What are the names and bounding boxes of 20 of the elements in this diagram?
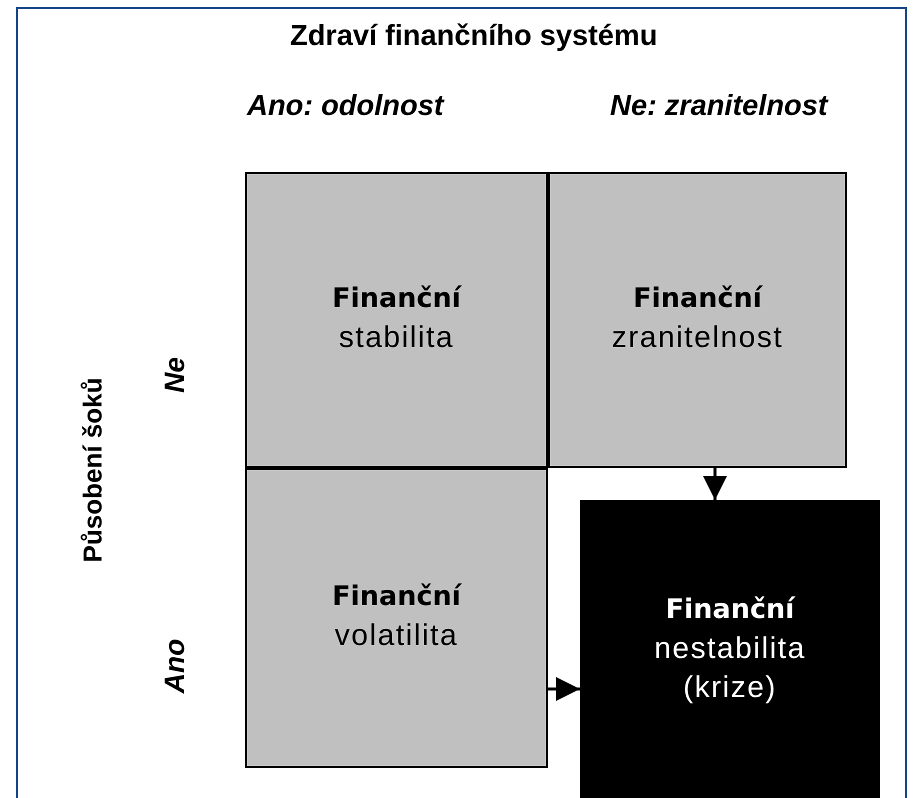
column-label: Ano: odolnost	[247, 90, 444, 123]
crisis-box	[580, 500, 880, 798]
title: Zdraví finančního systému	[290, 20, 658, 53]
column-label: Ne: zranitelnost	[610, 90, 828, 123]
box-text: nestabilita (krize)	[653, 630, 807, 706]
box-text: zranitelnost	[612, 320, 784, 356]
quadrant-box	[245, 468, 548, 768]
axis-label: Působení šoků	[78, 378, 108, 562]
box-heading: Finanční	[332, 283, 461, 314]
box-text: volatilita	[334, 618, 458, 654]
axis-label: Ano	[159, 638, 191, 694]
box-heading: Finanční	[633, 283, 762, 314]
arrow	[703, 468, 727, 500]
axis-label: Ne	[159, 357, 191, 393]
box-heading: Finanční	[666, 594, 794, 624]
box-heading: Finanční	[332, 581, 461, 612]
box-text: stabilita	[338, 320, 454, 356]
quadrant-box	[548, 172, 847, 468]
quadrant-box	[245, 172, 548, 468]
arrow	[548, 677, 580, 701]
